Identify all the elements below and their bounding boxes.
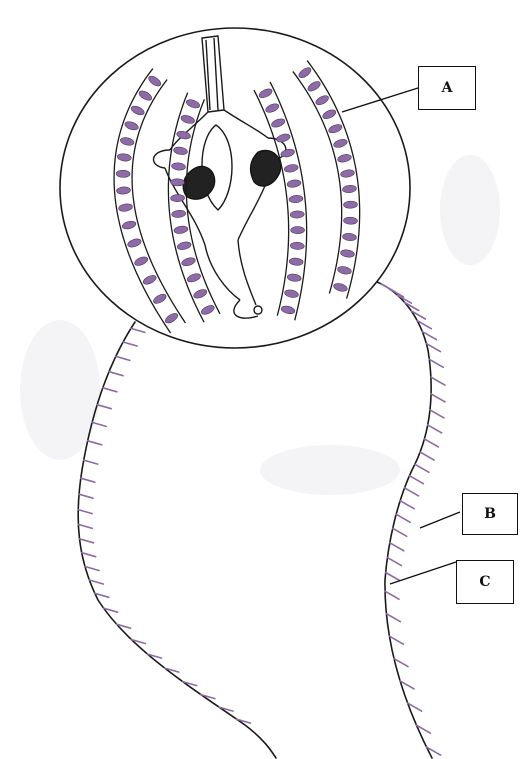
cilium xyxy=(429,359,443,367)
cilia-left xyxy=(78,328,250,723)
cilium xyxy=(385,591,399,599)
cilium xyxy=(415,464,429,472)
cilia-right xyxy=(381,284,445,755)
cilium xyxy=(430,410,444,418)
comb-plate xyxy=(343,201,357,209)
cilium xyxy=(88,441,102,445)
cilium xyxy=(85,567,99,571)
cilium xyxy=(84,460,98,464)
cilium xyxy=(109,372,123,376)
cilium xyxy=(80,539,94,543)
cilium xyxy=(116,356,130,360)
cilium xyxy=(389,636,403,644)
cilium xyxy=(428,425,442,433)
label-c: C xyxy=(456,560,514,604)
cilium xyxy=(97,405,111,409)
cilium xyxy=(131,328,145,332)
comb-plate xyxy=(116,170,130,178)
label-b: B xyxy=(462,493,518,535)
cilium xyxy=(103,388,117,392)
cilium xyxy=(431,377,445,385)
cilium xyxy=(431,394,445,402)
cilium xyxy=(78,524,92,528)
cilium xyxy=(409,476,423,484)
cilium xyxy=(390,543,404,551)
leader-line-b xyxy=(420,512,460,528)
body-outline xyxy=(78,282,432,758)
cilium xyxy=(390,289,404,297)
cilium xyxy=(387,558,401,566)
comb-plate xyxy=(343,217,357,225)
cilium xyxy=(82,553,96,557)
cilium xyxy=(405,488,419,496)
comb-plate xyxy=(291,226,305,233)
cilium xyxy=(396,514,410,522)
cilium xyxy=(81,478,95,482)
comb-plate xyxy=(170,179,184,187)
cilium xyxy=(420,452,434,460)
head-outline xyxy=(60,28,410,348)
cilium xyxy=(386,614,400,622)
cilium xyxy=(79,494,93,498)
cilium xyxy=(386,573,400,581)
cilium xyxy=(78,510,92,514)
cilium xyxy=(400,501,414,509)
label-a: A xyxy=(418,66,476,110)
cilium xyxy=(123,342,137,346)
cilium xyxy=(393,528,407,536)
cilium xyxy=(424,439,438,447)
